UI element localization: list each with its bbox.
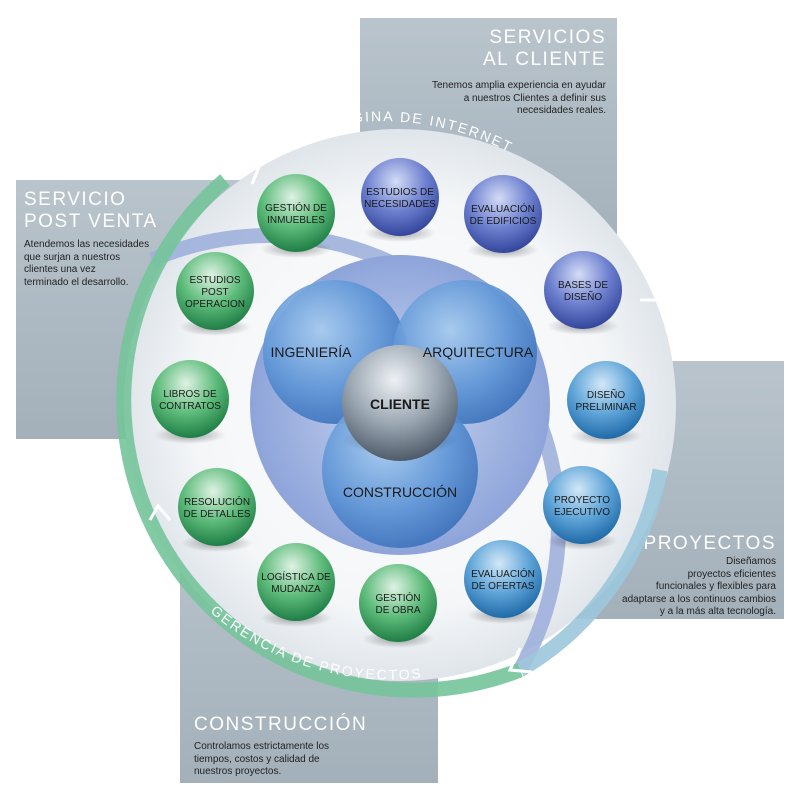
bubble-label: DISEÑO [587,388,626,401]
proyectos-text-line: funcionales y flexibles para [655,581,776,592]
bubble-label: LOGÍSTICA DE [261,570,331,583]
bubble-label: NECESIDADES [364,199,436,210]
post-venta-text-line: clientes una vez [24,264,96,275]
bubble-label: DE DETALLES [183,509,250,520]
servicios-text-line: Tenemos amplia experiencia en ayudar [432,80,606,91]
servicios-title-line1: SERVICIOS [489,27,606,48]
bubble-label: INMUEBLES [267,215,325,226]
bubble-label: GESTIÓN DE [265,201,327,214]
bubble-estudios-de-necesidades [361,158,439,236]
post-venta-title-line1: SERVICIO [24,189,127,210]
servicios-title: SERVICIOS AL CLIENTE [450,27,606,71]
construccion-text: Controlamos estrictamente los tiempos, c… [194,741,424,779]
post-venta-title: SERVICIO POST VENTA [24,189,224,233]
construccion-title: CONSTRUCCIÓN [194,714,368,735]
bubble-label: EVALUACIÓN [471,202,535,215]
construccion-text-line: tiempos, costos y calidad de [194,753,320,765]
proyectos-text-line: proyectos eficientes [687,568,776,580]
bubble-label: BASES DE [558,280,608,291]
bubble-diseño-preliminar [567,361,645,439]
bubble-gestión-de-obra [359,564,437,642]
post-venta-text: Atendemos las necesidades que surjan a n… [24,239,174,289]
servicios-text-line: necesidades reales. [517,105,606,116]
post-venta-title-line2: POST VENTA [24,211,158,232]
bubble-label: DE OFERTAS [472,581,535,592]
bubble-label: LIBROS DE [163,389,217,400]
construccion-text-line: nuestros proyectos. [194,766,282,777]
bubble-label: OPERACION [185,299,245,310]
bubble-label: GESTIÓN [375,591,420,604]
proyectos-text-line: adaptarse a los continuos cambios [622,593,776,605]
bubble-label: ESTUDIOS [189,275,240,286]
construccion-text-line: Controlamos estrictamente los [194,741,330,752]
bubble-label: DE OBRA [375,605,420,616]
bubble-label: PRELIMINAR [575,402,636,413]
proyectos-text-line: y a la más alta tecnología. [659,606,776,617]
bubble-label: CONTRATOS [159,401,221,412]
servicios-text: Tenemos amplia experiencia en ayudar a n… [380,80,606,118]
ring-arrow-icon [640,277,667,302]
bubble-libros-de-contratos [151,360,229,438]
bubble-label: EJECUTIVO [554,507,610,518]
bubble-estudios-post-operacion [176,252,254,330]
bubble-gestión-de-inmuebles [257,174,335,252]
ring-arrow-icon [507,647,533,674]
bubble-label: EVALUACIÓN [471,567,535,580]
ingenieria-label: INGENIERÍA [271,344,353,360]
bubble-label: RESOLUCIÓN [184,495,250,508]
bubble-proyecto-ejecutivo [543,466,621,544]
cliente-sphere [342,345,458,461]
post-venta-text-line: terminado el desarrollo. [24,276,129,288]
bubble-evaluación-de-ofertas [464,540,542,618]
construccion-label: CONSTRUCCIÓN [343,484,457,500]
bubble-resolución-de-detalles [178,468,256,546]
post-venta-text-line: Atendemos las necesidades [24,239,150,250]
proyectos-text: Diseñamos proyectos eficientes funcional… [596,556,776,619]
cliente-label: CLIENTE [370,396,430,412]
servicios-title-line2: AL CLIENTE [482,49,606,70]
bubble-evaluación-de-edificios [464,175,542,253]
proyectos-title: PROYECTOS [643,533,776,554]
proyectos-text-line: Diseñamos [725,556,776,567]
bubble-logística-de-mudanza [257,543,335,621]
bubble-label: DISEÑO [564,290,603,303]
post-venta-text-line: que surjan a nuestros [24,251,121,263]
bubble-label: POST [201,287,228,298]
ring-green-segment [116,174,523,698]
bubble-label: DE EDIFICIOS [470,216,537,227]
bubble-label: MUDANZA [271,584,321,595]
arquitectura-label: ARQUITECTURA [423,344,534,360]
bubble-label: ESTUDIOS DE [366,187,434,198]
bubble-label: PROYECTO [554,495,610,506]
ring-arrow-icon [237,157,265,185]
ring-light-segment [516,468,668,677]
servicios-text-line: a nuestros Clientes a definir sus [463,92,606,104]
ring-arrow-icon [148,503,172,521]
bubble-bases-de-diseño [544,251,622,329]
